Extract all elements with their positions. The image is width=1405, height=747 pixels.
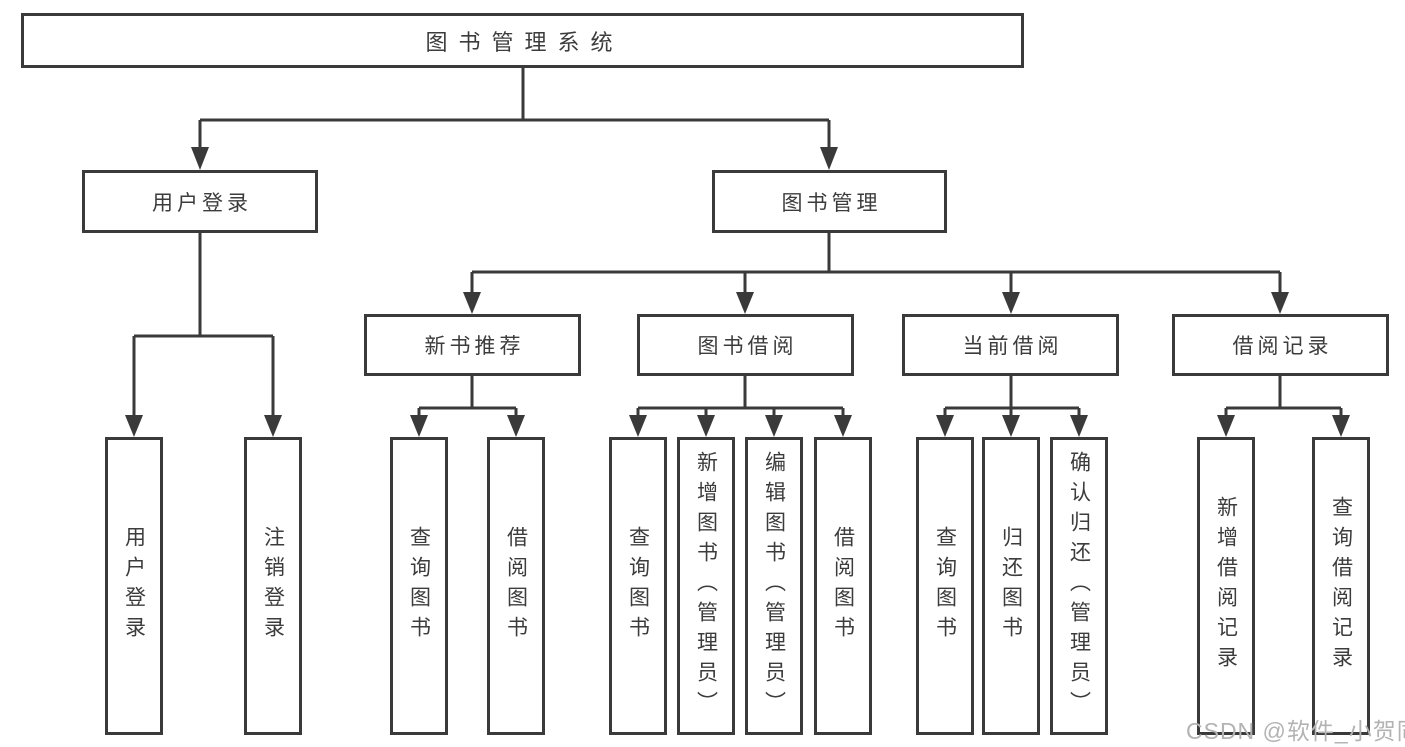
node-label: 新书推荐: [424, 335, 525, 358]
node-label: 新增借阅记录: [1214, 496, 1238, 676]
node-label: 查询图书: [407, 526, 431, 646]
node-label: 用户登录: [122, 526, 146, 646]
node-label: 图书管理系统: [425, 29, 624, 55]
leaf-query-books-current: 查询图书: [916, 437, 974, 735]
node-label: 查询借阅记录: [1329, 496, 1353, 676]
node-label: 编辑图书（管理员）: [762, 451, 786, 721]
node-book-borrow: 图书借阅: [637, 314, 854, 376]
node-label: 查询图书: [933, 526, 957, 646]
node-current-borrow: 当前借阅: [902, 314, 1119, 376]
node-user-login: 用户登录: [82, 170, 318, 233]
node-label: 借阅图书: [504, 526, 528, 646]
leaf-confirm-return-admin: 确认归还（管理员）: [1050, 437, 1108, 735]
leaf-query-books-borrow: 查询图书: [609, 437, 667, 735]
leaf-edit-books-admin: 编辑图书（管理员）: [745, 437, 803, 735]
node-label: 新增图书（管理员）: [694, 451, 718, 721]
node-label: 查询图书: [626, 526, 650, 646]
leaf-borrow-books-recommend: 借阅图书: [487, 437, 545, 735]
node-label: 图书借阅: [697, 335, 798, 358]
node-label: 确认归还（管理员）: [1067, 451, 1091, 721]
leaf-query-books-recommend: 查询图书: [390, 437, 448, 735]
leaf-borrow-books: 借阅图书: [814, 437, 872, 735]
leaf-logout-login: 注销登录: [244, 437, 302, 735]
csdn-watermark: CSDN @软件_小贺同学: [1186, 718, 1405, 744]
node-label: 当前借阅: [962, 335, 1063, 358]
leaf-return-books: 归还图书: [982, 437, 1040, 735]
node-label: 注销登录: [261, 526, 285, 646]
leaf-query-borrow-record: 查询借阅记录: [1312, 437, 1370, 735]
node-book-management: 图书管理: [712, 170, 947, 233]
node-label: 借阅图书: [831, 526, 855, 646]
node-label: 图书管理: [781, 191, 882, 215]
node-label: 借阅记录: [1232, 335, 1333, 358]
node-library-management-system: 图书管理系统: [21, 13, 1024, 68]
node-borrow-records: 借阅记录: [1172, 314, 1389, 376]
leaf-add-books-admin: 新增图书（管理员）: [677, 437, 735, 735]
leaf-user-login: 用户登录: [105, 437, 163, 735]
node-label: 用户登录: [152, 191, 252, 215]
node-new-book-recommend: 新书推荐: [364, 314, 581, 376]
node-label: 归还图书: [999, 526, 1023, 646]
leaf-add-borrow-record: 新增借阅记录: [1197, 437, 1255, 735]
